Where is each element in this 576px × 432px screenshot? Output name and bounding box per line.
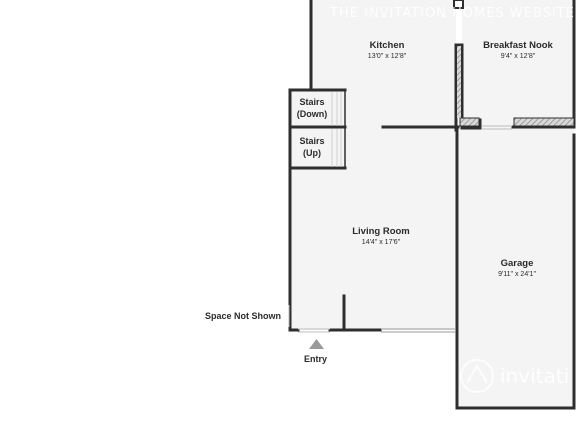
walls — [288, 0, 576, 410]
stairs-floor — [290, 90, 345, 168]
living-room-label: Living Room 14'4" x 17'6" — [352, 226, 410, 246]
watermark-logo-text: invitati — [500, 364, 570, 388]
stairs-down-label: Stairs (Down) — [297, 96, 328, 120]
entry-label: Entry — [304, 354, 328, 364]
garage-dims: 9'11" x 24'1" — [498, 271, 536, 278]
breakfast-nook-floor — [462, 0, 574, 126]
kitchen-dims: 13'0" x 12'8" — [367, 53, 407, 60]
breakfast-nook-dims: 9'4" x 12'8" — [500, 53, 536, 60]
breakfast-nook-name: Breakfast Nook — [483, 40, 553, 51]
hatched-wall-left — [459, 117, 480, 127]
top-door-mark — [453, 0, 464, 9]
hatched-wall-right — [513, 117, 575, 127]
living-room-dims: 14'4" x 17'6" — [361, 239, 401, 246]
hatched-column — [457, 46, 461, 118]
window-living — [381, 328, 455, 333]
kitchen-label: Kitchen 13'0" x 12'8" — [368, 40, 406, 60]
stairs-down-line-2: (Down) — [296, 109, 328, 119]
breakfast-nook-label: Breakfast Nook 9'4" x 12'8" — [483, 40, 553, 60]
stairs-up-line-2: (Up) — [302, 148, 321, 158]
entry-arrow — [309, 339, 324, 349]
space-not-shown-label: Space Not Shown — [205, 311, 282, 321]
stairs-up-label: Stairs (Up) — [299, 135, 324, 159]
garage-label: Garage 9'11" x 24'1" — [498, 258, 536, 278]
kitchen-name: Kitchen — [369, 40, 405, 51]
garage-name: Garage — [500, 258, 534, 269]
stair-treads — [331, 92, 342, 167]
stairs-up-line-1: Stairs — [299, 136, 325, 146]
entry-door — [298, 328, 330, 333]
living-room-name: Living Room — [352, 226, 410, 237]
watermark-top-text: THE INVITATION HOMES WEBSITE — [330, 6, 575, 21]
watermark-logo-icon — [460, 359, 494, 393]
nook-garage-opening — [482, 125, 512, 130]
stairs-down-line-1: Stairs — [299, 97, 325, 107]
